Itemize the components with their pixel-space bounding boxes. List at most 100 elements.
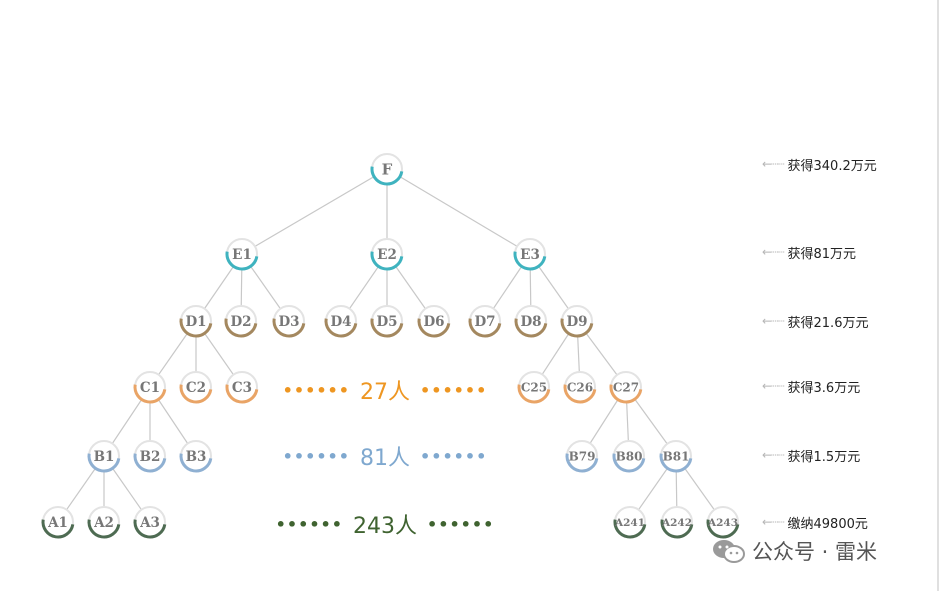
tree-edge-f-e1: [241, 168, 388, 255]
tree-node-a243: A243: [706, 506, 740, 539]
tree-node-label: C27: [613, 380, 639, 394]
tree-node-label: C2: [186, 380, 206, 396]
tree-node-label: C25: [521, 380, 547, 394]
dotted-line-left: ••••••: [275, 514, 343, 534]
tree-node-d4: D4: [324, 305, 358, 338]
reward-row-c: ←┈┈ 获得3.6万元: [762, 376, 860, 396]
tree-node-label: B1: [94, 449, 115, 465]
count-label-c-level: 27人: [360, 380, 410, 405]
tree-node-label: A241: [614, 517, 645, 529]
tree-node-c27: C27: [609, 371, 643, 404]
wechat-icon: [713, 540, 745, 563]
tree-node-label: C1: [140, 380, 160, 396]
tree-node-label: A243: [707, 517, 738, 529]
count-label-b-level: 81人: [360, 446, 410, 471]
tree-node-label: A1: [47, 515, 68, 531]
arrow-left-icon: ←┈┈: [762, 379, 784, 393]
reward-row-e: ←┈┈ 获得81万元: [762, 242, 856, 262]
reward-row-b: ←┈┈ 获得1.5万元: [762, 445, 860, 465]
tree-node-label: E1: [232, 247, 252, 263]
tree-edge-f-e3: [386, 168, 531, 255]
right-divider: [937, 0, 939, 591]
arrow-left-icon: ←┈┈: [762, 314, 784, 328]
tree-node-c3: C3: [225, 371, 259, 404]
tree-node-label: D4: [330, 314, 351, 330]
tree-node-label: B3: [186, 449, 207, 465]
dotted-line-right: ••••••: [420, 380, 488, 400]
reward-row-a: ←┈┈ 缴纳49800元: [762, 512, 868, 532]
tree-node-d5: D5: [370, 305, 404, 338]
count-label-a-level: 243人: [353, 514, 417, 539]
tree-node-b81: B81: [659, 440, 693, 473]
tree-node-label: B81: [663, 449, 690, 463]
reward-row-d: ←┈┈ 获得21.6万元: [762, 311, 868, 331]
tree-node-f: F: [370, 153, 404, 186]
dotted-line-right: ••••••: [427, 514, 495, 534]
tree-node-label: D1: [185, 314, 206, 330]
count-row-c-level: •••••• 27人 ••••••: [255, 373, 515, 407]
tree-node-a1: A1: [41, 506, 75, 539]
tree-node-e3: E3: [513, 238, 547, 271]
tree-node-a2: A2: [87, 506, 121, 539]
tree-node-b2: B2: [133, 440, 167, 473]
tree-node-e2: E2: [370, 238, 404, 271]
count-row-a-level: •••••• 243人 ••••••: [255, 507, 515, 541]
tree-node-d7: D7: [468, 305, 502, 338]
tree-node-a3: A3: [133, 506, 167, 539]
tree-node-label: B2: [140, 449, 161, 465]
reward-label: 缴纳49800元: [787, 516, 868, 532]
tree-node-label: B80: [616, 449, 643, 463]
tree-node-e1: E1: [225, 238, 259, 271]
arrow-left-icon: ←┈┈: [762, 448, 784, 462]
tree-node-label: E2: [377, 247, 397, 263]
tree-node-a242: A242: [660, 506, 694, 539]
tree-node-label: D5: [376, 314, 397, 330]
tree-node-label: D6: [423, 314, 444, 330]
tree-node-label: D2: [230, 314, 251, 330]
tree-node-d8: D8: [514, 305, 548, 338]
tree-node-c2: C2: [179, 371, 213, 404]
watermark: 公众号 · 雷米: [712, 536, 877, 566]
arrow-left-icon: ←┈┈: [762, 515, 784, 529]
reward-label: 获得21.6万元: [787, 315, 869, 331]
tree-node-label: A242: [661, 517, 692, 529]
tree-node-d9: D9: [560, 305, 594, 338]
tree-node-b1: B1: [87, 440, 121, 473]
tree-node-label: A2: [93, 515, 114, 531]
dotted-line-left: ••••••: [282, 380, 350, 400]
dotted-line-left: ••••••: [282, 446, 350, 466]
reward-label: 获得3.6万元: [787, 380, 861, 396]
tree-node-d2: D2: [224, 305, 258, 338]
tree-node-d6: D6: [417, 305, 451, 338]
tree-node-label: C26: [567, 380, 593, 394]
watermark-text: 公众号 · 雷米: [752, 540, 878, 564]
count-row-b-level: •••••• 81人 ••••••: [255, 439, 515, 473]
tree-node-label: F: [382, 160, 393, 178]
tree-node-d1: D1: [179, 305, 213, 338]
reward-row-f: ←┈┈ 获得340.2万元: [762, 154, 877, 174]
tree-node-label: C3: [232, 380, 252, 396]
reward-label: 获得1.5万元: [787, 449, 861, 465]
tree-node-c26: C26: [563, 371, 597, 404]
arrow-left-icon: ←┈┈: [762, 157, 784, 171]
tree-node-b3: B3: [179, 440, 213, 473]
tree-node-label: E3: [520, 247, 540, 263]
tree-node-label: D9: [566, 314, 587, 330]
reward-label: 获得81万元: [787, 246, 857, 262]
tree-node-label: D3: [278, 314, 299, 330]
tree-node-c1: C1: [133, 371, 167, 404]
tree-node-b79: B79: [565, 440, 599, 473]
tree-node-label: D8: [520, 314, 541, 330]
tree-node-label: B79: [569, 449, 596, 463]
tree-node-b80: B80: [612, 440, 646, 473]
tree-node-a241: A241: [613, 506, 647, 539]
tree-node-c25: C25: [517, 371, 551, 404]
tree-node-label: A3: [139, 515, 160, 531]
tree-node-d3: D3: [272, 305, 306, 338]
tree-node-label: D7: [474, 314, 495, 330]
reward-label: 获得340.2万元: [787, 158, 877, 174]
arrow-left-icon: ←┈┈: [762, 245, 784, 259]
dotted-line-right: ••••••: [420, 446, 488, 466]
